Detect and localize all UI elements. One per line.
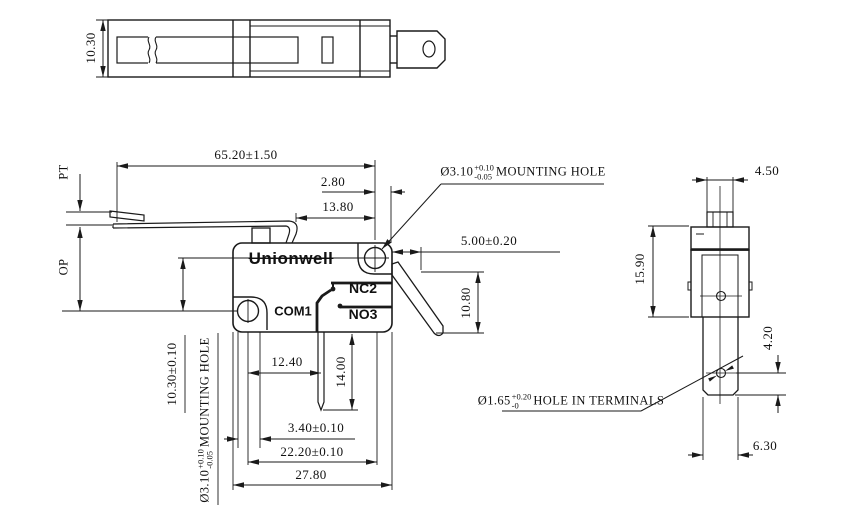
- mounting-hole-tol-lower: -0.05: [474, 171, 492, 181]
- side-terminal: [702, 317, 739, 396]
- contact-mechanism: [315, 281, 392, 332]
- mounting-hole-label-v: MOUNTING HOLE: [197, 337, 212, 448]
- dim-com-pin-offset: 12.40: [271, 354, 303, 369]
- dim-hole-spacing: 22.20±0.10: [280, 444, 344, 459]
- terminal-top-view: [390, 30, 446, 69]
- dim-hole-to-hinge: 13.80: [322, 199, 354, 214]
- terminal-hole-tol-lower: -0: [511, 400, 519, 410]
- side-body: [687, 226, 753, 318]
- dim-button-width: 4.50: [754, 163, 780, 178]
- front-view: [62, 160, 604, 505]
- label-com-terminal: COM1: [274, 303, 312, 319]
- lever-top-view: [116, 35, 299, 65]
- dim-terminal-drop: 10.80: [458, 287, 473, 319]
- mounting-hole-tol-upper: +0.10: [474, 162, 494, 173]
- bent-terminal: [391, 261, 444, 337]
- label-nc-terminal: NC2: [348, 280, 378, 296]
- top-view: [96, 19, 446, 78]
- mounting-hole-bottom-left: [233, 296, 268, 330]
- switch-body: [232, 242, 393, 333]
- middle-terminal-pin: [317, 332, 325, 412]
- mounting-hole-tol-lower-v: -0.05: [204, 451, 214, 469]
- terminal-hole-label: HOLE IN TERMINALS: [533, 393, 665, 408]
- side-view-extension-lines: [648, 177, 786, 460]
- mounting-hole-callout-vertical: Ø3.10 +0.10 -0.05 MOUNTING HOLE: [196, 337, 215, 503]
- mounting-hole-diameter: Ø3.10: [440, 164, 474, 179]
- dim-edge-to-com: 3.40±0.10: [287, 420, 345, 435]
- terminal-hole-tol-upper: +0.20: [511, 391, 532, 402]
- dim-top-view-width: 10.30: [83, 32, 98, 64]
- lever-arm: [109, 210, 298, 244]
- dim-body-length: 27.80: [295, 467, 327, 482]
- brand-logo: Unionwell: [248, 249, 334, 268]
- plunger-button: [251, 227, 271, 244]
- button-top-view: [321, 36, 334, 64]
- top-view-dimension-lines: [96, 19, 108, 78]
- dim-hole-to-edge: 2.80: [320, 174, 346, 189]
- dim-hole-to-tip: 4.20: [760, 325, 775, 351]
- dim-terminal-width: 6.30: [752, 438, 778, 453]
- dim-hole-rise: 10.30±0.10: [164, 342, 179, 406]
- dim-pin-length: 14.00: [333, 356, 348, 388]
- label-no-terminal: NO3: [348, 306, 378, 322]
- mounting-hole-callout: Ø3.10 +0.10 -0.05 MOUNTING HOLE: [440, 162, 606, 181]
- label-pretravel: PT: [56, 164, 71, 180]
- dim-lever-length: 65.20±1.50: [214, 147, 278, 162]
- terminal-hole-leader: [502, 355, 744, 412]
- mounting-hole-leader: [381, 183, 604, 250]
- terminal-hole-diameter: Ø1.65: [477, 393, 511, 408]
- dim-terminal-offset: 5.00±0.20: [460, 233, 518, 248]
- label-operating-position: OP: [56, 258, 71, 276]
- mounting-hole-top-right: [357, 243, 392, 275]
- front-view-dimension-lines: [77, 163, 560, 488]
- side-view: [502, 177, 786, 460]
- side-view-dimension-lines: [650, 177, 781, 458]
- mounting-hole-diameter-v: Ø3.10: [197, 469, 212, 503]
- dim-body-height: 15.90: [632, 253, 647, 285]
- mounting-hole-label: MOUNTING HOLE: [495, 164, 606, 179]
- lever-free-position: [109, 210, 145, 222]
- terminal-hole-callout: Ø1.65 +0.20 -0 HOLE IN TERMINALS: [477, 391, 665, 410]
